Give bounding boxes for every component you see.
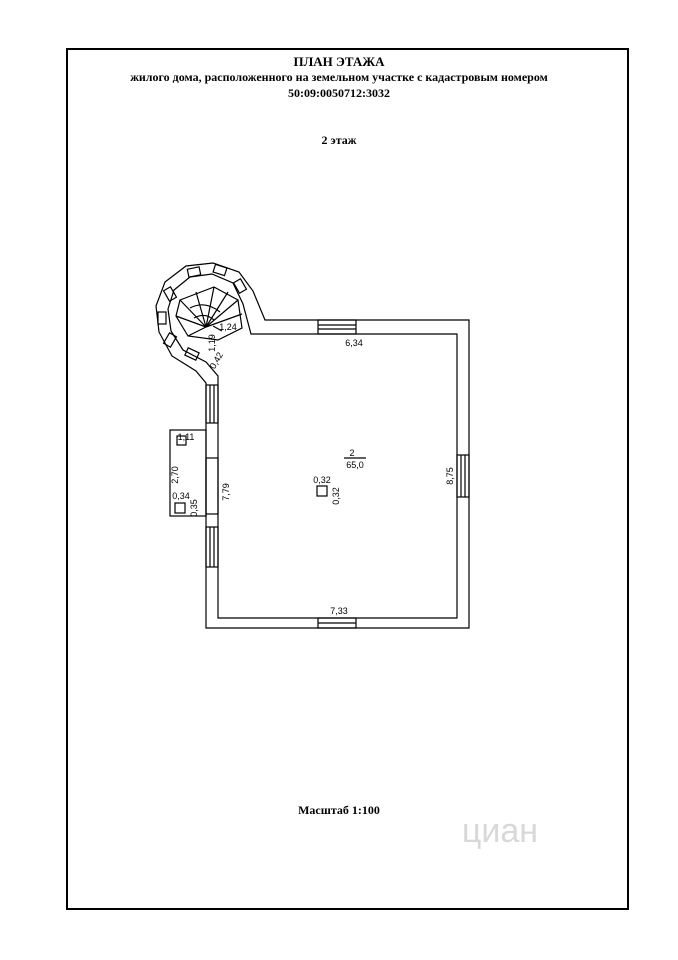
stair-tower bbox=[157, 263, 248, 361]
dim-balcony-length: 2,70 bbox=[170, 466, 180, 484]
room-number: 2 bbox=[349, 448, 354, 458]
scale-label: Масштаб 1:100 bbox=[298, 803, 380, 817]
balcony-post-top bbox=[176, 435, 187, 446]
floor-label: 2 этаж bbox=[321, 133, 357, 147]
dim-column-h: 0,32 bbox=[331, 487, 341, 505]
dim-stair-width: 1,24 bbox=[219, 322, 237, 332]
windows bbox=[205, 319, 470, 629]
outer-wall bbox=[155, 262, 470, 629]
drawing-frame bbox=[66, 48, 629, 910]
column bbox=[316, 485, 328, 497]
balcony bbox=[169, 429, 207, 517]
watermark: циан bbox=[462, 812, 538, 850]
dim-balcony-post-w: 0,34 bbox=[172, 491, 190, 501]
balcony-post-bottom bbox=[174, 502, 186, 514]
dim-stair-neck: 0,42 bbox=[208, 350, 225, 370]
dim-column-w: 0,32 bbox=[313, 475, 331, 485]
room-area: 65,0 bbox=[346, 460, 364, 470]
dim-left-wall: 7,79 bbox=[221, 483, 231, 501]
plan-title: ПЛАН ЭТАЖА bbox=[293, 54, 385, 69]
dim-right-wall: 8,75 bbox=[445, 467, 455, 485]
dim-balcony-post-top: 1,11 bbox=[178, 432, 195, 442]
plan-subtitle: жилого дома, расположенного на земельном… bbox=[130, 70, 548, 84]
dim-bottom-wall: 7,33 bbox=[330, 606, 348, 616]
dim-top-wall: 6,34 bbox=[345, 338, 363, 348]
dim-balcony-post-h: 0,35 bbox=[189, 499, 199, 517]
dim-stair-depth: 1,19 bbox=[207, 334, 217, 352]
balcony-door bbox=[205, 457, 219, 515]
cadastral-number: 50:09:0050712:3032 bbox=[288, 86, 390, 100]
